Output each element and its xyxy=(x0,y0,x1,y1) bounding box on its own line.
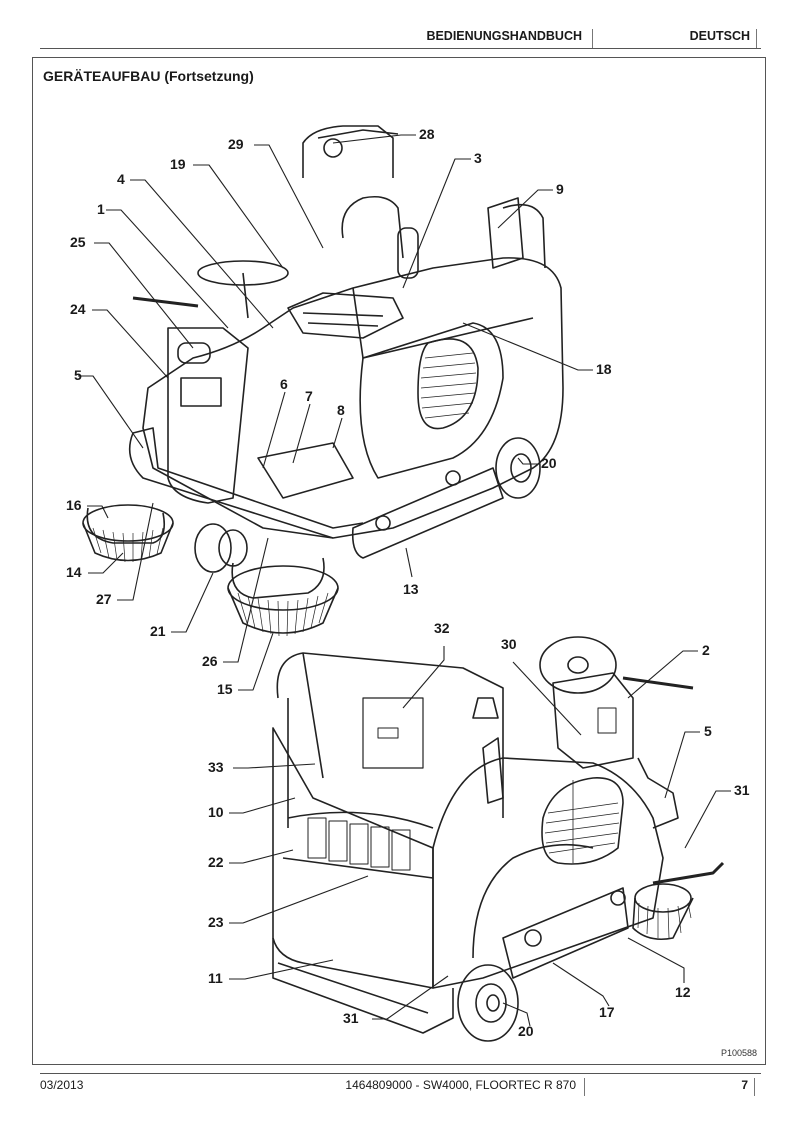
callout-17: 17 xyxy=(599,1004,615,1020)
footer-document-id: 1464809000 - SW4000, FLOORTEC R 870 xyxy=(345,1078,585,1096)
callout-19: 19 xyxy=(170,156,186,172)
callout-25: 25 xyxy=(70,234,86,250)
callout-23: 23 xyxy=(208,914,224,930)
callout-8: 8 xyxy=(337,402,345,418)
callout-31-bottom: 31 xyxy=(343,1010,359,1026)
page-footer: 03/2013 1464809000 - SW4000, FLOORTEC R … xyxy=(40,1073,761,1096)
machine-rear-view xyxy=(272,636,725,1042)
callout-18: 18 xyxy=(596,361,612,377)
callout-20-rear: 20 xyxy=(518,1023,534,1039)
callout-2: 2 xyxy=(702,642,710,658)
figure-reference-code: P100588 xyxy=(720,1048,757,1058)
callout-7: 7 xyxy=(305,388,313,404)
callout-32: 32 xyxy=(434,620,450,636)
callout-11: 11 xyxy=(208,970,223,986)
callout-30: 30 xyxy=(501,636,517,652)
callout-9: 9 xyxy=(556,181,564,197)
callout-24: 24 xyxy=(70,301,86,317)
section-title: GERÄTEAUFBAU (Fortsetzung) xyxy=(43,68,254,84)
page-header: BEDIENUNGSHANDBUCH DEUTSCH xyxy=(40,26,761,49)
callout-27: 27 xyxy=(96,591,112,607)
callout-21: 21 xyxy=(150,623,166,639)
callout-6: 6 xyxy=(280,376,288,392)
callout-5: 5 xyxy=(74,367,82,383)
machine-top-view xyxy=(82,125,564,637)
callout-33: 33 xyxy=(208,759,224,775)
figure-frame: GERÄTEAUFBAU (Fortsetzung) xyxy=(32,57,766,1065)
callout-15: 15 xyxy=(217,681,233,697)
language-label: DEUTSCH xyxy=(690,29,757,48)
callout-16: 16 xyxy=(66,497,82,513)
callout-10: 10 xyxy=(208,804,224,820)
manual-title: BEDIENUNGSHANDBUCH xyxy=(426,29,593,48)
callout-31: 31 xyxy=(734,782,750,798)
callout-5-rear: 5 xyxy=(704,723,712,739)
callout-4: 4 xyxy=(117,171,125,187)
machine-drawing xyxy=(78,125,731,1042)
footer-date: 03/2013 xyxy=(40,1078,84,1092)
callout-22: 22 xyxy=(208,854,224,870)
callout-20: 20 xyxy=(541,455,557,471)
callout-28: 28 xyxy=(419,126,435,142)
callout-12: 12 xyxy=(675,984,691,1000)
callout-3: 3 xyxy=(474,150,482,166)
callout-29: 29 xyxy=(228,136,244,152)
leader-lines xyxy=(78,134,731,1027)
callout-13: 13 xyxy=(403,581,419,597)
callout-26: 26 xyxy=(202,653,218,669)
callout-1: 1 xyxy=(97,201,105,217)
page-number: 7 xyxy=(741,1078,755,1096)
callout-14: 14 xyxy=(66,564,82,580)
